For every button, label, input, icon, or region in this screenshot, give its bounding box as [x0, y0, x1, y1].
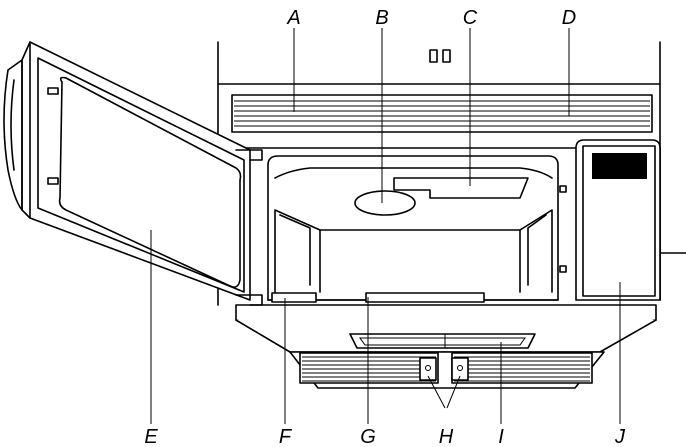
cooktop-light-strip — [349, 333, 536, 349]
light-cover — [354, 190, 416, 216]
door-latch-strip — [365, 292, 485, 303]
model-label-plate — [271, 292, 317, 303]
callout-d: D — [562, 7, 576, 29]
callout-h: H — [439, 426, 454, 447]
callout-e: E — [144, 426, 158, 447]
open-door — [3, 41, 263, 306]
callout-g: G — [360, 426, 376, 447]
callout-j: J — [614, 426, 626, 447]
callout-b: B — [375, 7, 388, 29]
display-screen — [592, 153, 647, 179]
callout-f: F — [279, 426, 293, 447]
leader-lines — [150, 28, 621, 424]
cabinet-handle-icon — [429, 49, 451, 63]
control-panel — [575, 139, 661, 301]
callout-i: I — [498, 426, 504, 447]
grease-filter-left — [299, 352, 439, 384]
waveguide-cover — [393, 177, 529, 199]
callout-labels: A B C D E F G H I J — [144, 7, 626, 447]
grease-filter-right — [451, 352, 593, 384]
top-vent-grille — [231, 94, 653, 133]
callout-c: C — [463, 7, 478, 29]
callout-a: A — [286, 7, 300, 29]
